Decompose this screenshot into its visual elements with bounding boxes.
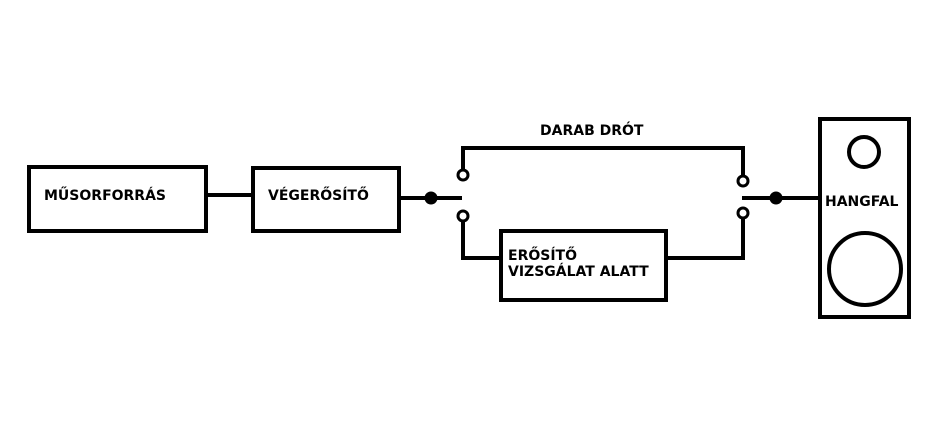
output-switch-terminal-lower: [736, 206, 750, 220]
speaker-label: HANGFAL: [825, 194, 899, 210]
switches: [424, 168, 783, 223]
source-box: [27, 165, 208, 233]
input-switch-terminal-upper: [456, 168, 470, 182]
dut-label-line2: VIZSGÁLAT ALATT: [508, 263, 649, 280]
tweeter-icon: [847, 135, 881, 169]
output-switch-terminal-upper: [736, 174, 750, 188]
amplifier-label: VÉGERŐSÍTŐ: [268, 186, 369, 204]
dut-box: [499, 229, 668, 302]
bypass-wire-label: DARAB DRÓT: [540, 121, 644, 139]
wire-dut-output-to-switch: [666, 218, 745, 260]
wire-switch-to-dut-input: [461, 220, 501, 260]
input-junction-node: [424, 191, 438, 205]
amplifier-box: [251, 166, 401, 233]
amplifier-block: VÉGERŐSÍTŐ: [251, 166, 401, 233]
source-block: MŰSORFORRÁS: [27, 165, 208, 233]
bypass-wire: [461, 146, 745, 176]
source-label: MŰSORFORRÁS: [44, 186, 166, 204]
speaker-block: HANGFAL: [818, 117, 911, 319]
output-junction-node: [769, 191, 783, 205]
dut-label-line1: ERŐSÍTŐ: [508, 246, 577, 264]
speaker-box: [818, 117, 911, 319]
woofer-icon: [827, 231, 903, 307]
input-switch-terminal-lower: [456, 209, 470, 223]
dut-block: ERŐSÍTŐ VIZSGÁLAT ALATT: [499, 229, 668, 302]
